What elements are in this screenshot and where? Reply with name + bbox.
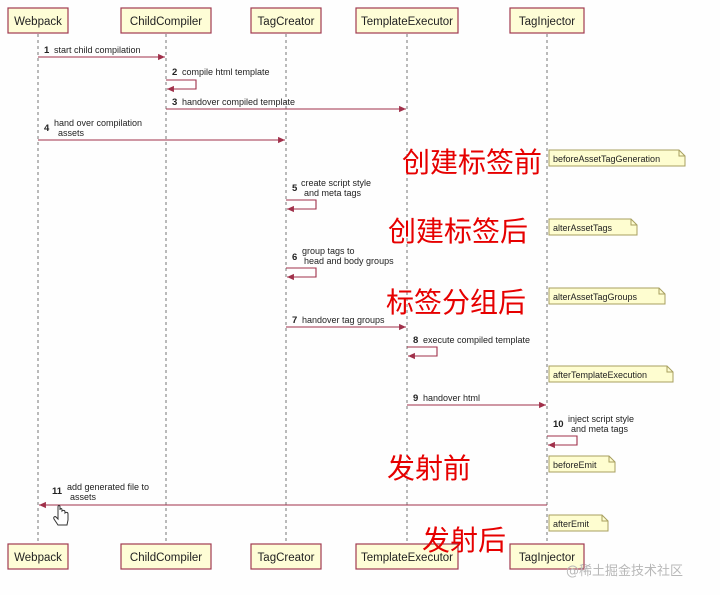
note-after-emit: afterEmit <box>548 514 609 532</box>
message-number: 7 <box>292 315 297 326</box>
message-label: compile html template <box>182 67 270 77</box>
participant-label: ChildCompiler <box>130 552 202 564</box>
message-number: 11 <box>52 486 63 497</box>
participant-taginjector-top: TagInjector <box>509 7 585 34</box>
message-label: head and body groups <box>304 256 394 266</box>
message-number: 10 <box>553 419 564 430</box>
message-11: 11 add generated file to assets <box>39 482 547 509</box>
message-1: 1 start child compilation <box>38 45 165 61</box>
message-7: 7 handover tag groups <box>286 315 406 331</box>
message-3: 3 handover compiled template <box>166 97 406 113</box>
participant-label: TemplateExecutor <box>361 552 453 564</box>
participant-childcompiler-bottom: ChildCompiler <box>120 543 212 570</box>
participant-templateexecutor-top: TemplateExecutor <box>355 7 459 34</box>
message-8: 8 execute compiled template <box>407 335 530 360</box>
message-arrow <box>547 435 578 449</box>
participant-templateexecutor-bottom: TemplateExecutor <box>355 543 459 570</box>
message-number: 1 <box>44 45 50 56</box>
message-4: 4 hand over compilation assets <box>38 118 285 144</box>
message-arrow <box>286 267 317 281</box>
message-label: create script style <box>301 178 371 188</box>
participant-tagcreator-bottom: TagCreator <box>250 543 322 570</box>
hand-cursor-icon <box>53 505 69 526</box>
participant-label: Webpack <box>14 16 62 28</box>
message-label: assets <box>58 128 85 138</box>
message-arrow <box>166 79 197 93</box>
participant-webpack-top: Webpack <box>7 7 69 34</box>
message-9: 9 handover html <box>407 393 546 409</box>
message-number: 5 <box>292 183 298 194</box>
annotation-before-create-tags: 创建标签前 <box>402 146 542 179</box>
note-label: beforeEmit <box>553 460 597 470</box>
note-alter-asset-tag-groups: alterAssetTagGroups <box>548 287 666 305</box>
participant-label: ChildCompiler <box>130 16 202 28</box>
message-label: inject script style <box>568 414 634 424</box>
message-number: 6 <box>292 252 297 263</box>
annotation-after-group-tags: 标签分组后 <box>386 286 526 319</box>
message-label: handover tag groups <box>302 315 385 325</box>
message-2: 2 compile html template <box>166 67 270 93</box>
note-before-emit: beforeEmit <box>548 455 616 473</box>
message-label: handover html <box>423 393 480 403</box>
note-alter-asset-tags: alterAssetTags <box>548 218 638 236</box>
message-label: and meta tags <box>304 188 362 198</box>
note-label: beforeAssetTagGeneration <box>553 154 660 164</box>
participant-label: TagCreator <box>258 16 315 28</box>
message-number: 2 <box>172 67 177 78</box>
participant-label: Webpack <box>14 552 62 564</box>
message-label: add generated file to <box>67 482 149 492</box>
watermark-text: @稀土掘金技术社区 <box>566 563 683 579</box>
message-10: 10 inject script style and meta tags <box>547 414 634 449</box>
participant-webpack-bottom: Webpack <box>7 543 69 570</box>
message-label: handover compiled template <box>182 97 295 107</box>
participant-label: TagInjector <box>519 552 575 564</box>
message-label: execute compiled template <box>423 335 530 345</box>
participant-childcompiler-top: ChildCompiler <box>120 7 212 34</box>
note-label: afterTemplateExecution <box>553 370 647 380</box>
message-6: 6 group tags to head and body groups <box>286 246 394 281</box>
message-number: 8 <box>413 335 418 346</box>
message-arrow <box>407 346 438 360</box>
message-number: 9 <box>413 393 418 404</box>
participant-label: TagCreator <box>258 552 315 564</box>
note-label: alterAssetTags <box>553 223 613 233</box>
note-before-asset-tag-generation: beforeAssetTagGeneration <box>548 149 686 167</box>
message-arrow <box>286 199 317 213</box>
message-number: 4 <box>44 123 50 134</box>
note-label: afterEmit <box>553 519 590 529</box>
annotation-after-create-tags: 创建标签后 <box>388 215 528 248</box>
participant-label: TagInjector <box>519 16 575 28</box>
participant-tagcreator-top: TagCreator <box>250 7 322 34</box>
message-5: 5 create script style and meta tags <box>286 178 371 213</box>
message-label: assets <box>70 492 97 502</box>
participant-label: TemplateExecutor <box>361 16 453 28</box>
note-label: alterAssetTagGroups <box>553 292 638 302</box>
message-number: 3 <box>172 97 177 108</box>
message-label: group tags to <box>302 246 355 256</box>
message-label: and meta tags <box>571 424 629 434</box>
message-label: hand over compilation <box>54 118 142 128</box>
note-after-template-execution: afterTemplateExecution <box>548 365 674 383</box>
message-label: start child compilation <box>54 45 141 55</box>
annotation-before-emit: 发射前 <box>387 452 471 485</box>
participant-taginjector-bottom: TagInjector <box>509 543 585 570</box>
annotation-after-emit: 发射后 <box>422 524 506 557</box>
